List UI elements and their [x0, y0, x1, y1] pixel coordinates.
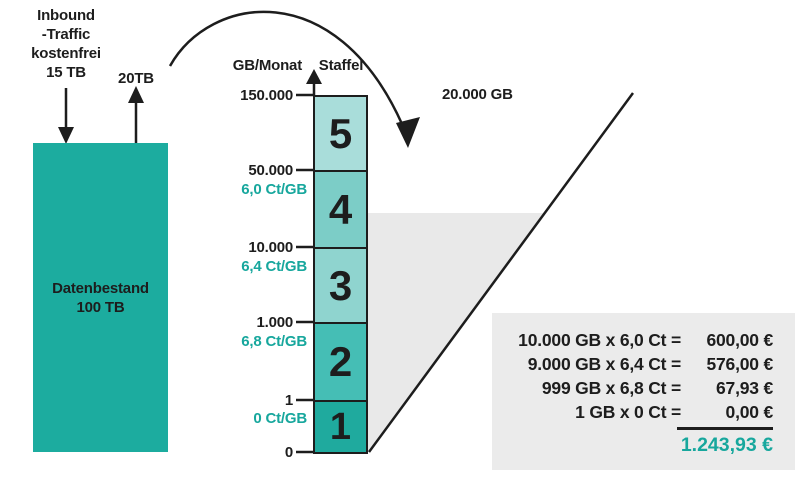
tick-1: 1: [284, 392, 293, 409]
price-tier4: 6,0 Ct/GB: [241, 181, 307, 198]
tick-50000: 50.000: [248, 162, 293, 179]
tier-segment-4: 4: [313, 170, 368, 249]
calc-result: 576,00 €: [706, 354, 773, 374]
arrow-down-icon: [58, 88, 74, 144]
calc-row: 1 GB x 0 Ct = 0,00 €: [502, 400, 773, 424]
calc-result: 600,00 €: [706, 330, 773, 350]
price-tier2: 6,8 Ct/GB: [241, 333, 307, 350]
outbound-traffic-label: 20TB: [118, 70, 154, 87]
calc-expression: 999 GB x 6,8 Ct =: [541, 378, 681, 398]
axis-unit-header: GB/Monat: [232, 57, 302, 74]
curved-arrow-icon: [168, 10, 420, 148]
tier-segment-1: 1: [313, 400, 368, 454]
tick-0: 0: [284, 444, 293, 461]
calc-expression: 1 GB x 0 Ct =: [575, 402, 681, 422]
calc-row: 10.000 GB x 6,0 Ct = 600,00 €: [502, 328, 773, 352]
axis-ticks: [296, 93, 314, 454]
cost-calculation-panel: 10.000 GB x 6,0 Ct = 600,00 € 9.000 GB x…: [492, 313, 795, 470]
tier-segment-3: 3: [313, 247, 368, 324]
calc-result: 0,00 €: [725, 402, 774, 422]
calc-expression: 10.000 GB x 6,0 Ct =: [518, 330, 681, 350]
datastore-box: Datenbestand 100 TB: [33, 143, 168, 452]
price-tier3: 6,4 Ct/GB: [241, 258, 307, 275]
sum-divider: [677, 427, 773, 430]
tick-10000: 10.000: [248, 239, 293, 256]
calc-expression: 9.000 GB x 6,4 Ct =: [527, 354, 682, 374]
tick-150000: 150.000: [240, 87, 293, 104]
calc-row: 9.000 GB x 6,4 Ct = 576,00 €: [502, 352, 774, 376]
consumption-amount-label: 20.000 GB: [442, 86, 513, 103]
calc-row: 999 GB x 6,8 Ct = 67,93 €: [502, 376, 773, 400]
arrow-up-icon: [128, 86, 144, 143]
price-tier1: 0 Ct/GB: [253, 410, 307, 427]
calc-result: 67,93 €: [716, 378, 773, 398]
tier-column-header: Staffel: [318, 57, 364, 74]
datastore-label: Datenbestand 100 TB: [52, 279, 149, 316]
inbound-traffic-label: Inbound -Traffic kostenfrei 15 TB: [31, 7, 101, 81]
tier-segment-5: 5: [313, 95, 368, 172]
tier-segment-2: 2: [313, 322, 368, 402]
axis-arrow-icon: [306, 69, 322, 96]
total-cost: 1.243,93 €: [680, 433, 773, 456]
tick-1000: 1.000: [256, 314, 293, 331]
consumption-line: [367, 92, 635, 453]
